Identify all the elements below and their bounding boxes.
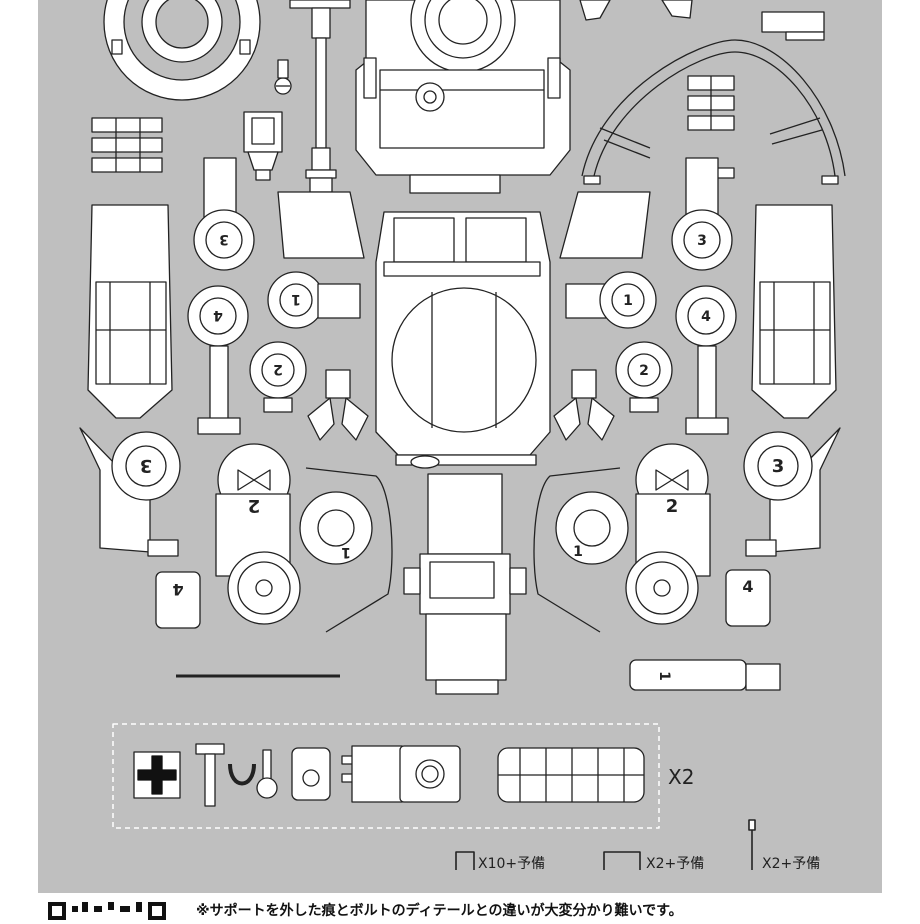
hose-right — [533, 467, 621, 633]
part-number-3: 3 — [772, 456, 785, 477]
lamp-housing-part — [341, 745, 461, 803]
wheel-left — [227, 551, 301, 625]
joint-1-left — [267, 271, 361, 329]
footer-note: ※サポートを外した痕とボルトのディテールとの違いが大変分かり難いです。 — [196, 903, 683, 919]
joint-4-left — [187, 285, 249, 435]
track-segment-part — [497, 747, 645, 803]
joint-1-gear-left — [299, 491, 373, 565]
joint-1-right — [565, 271, 657, 329]
extra-parts-box — [112, 723, 660, 829]
hull-body-part — [375, 211, 551, 469]
part-number-1: 1 — [291, 291, 301, 307]
track-link-small-left — [91, 117, 163, 173]
turret-top-part — [355, 0, 571, 194]
arch-frame-part — [581, 39, 846, 185]
part-number-4: 4 — [701, 309, 711, 325]
joint-3-left-lower — [79, 427, 181, 557]
x2-multiplier-label: X2 — [668, 765, 694, 789]
support-count-label-3: X2+予備 — [762, 856, 820, 872]
claw-right — [553, 369, 615, 441]
u-hook-part — [228, 763, 256, 786]
part-number-4: 4 — [172, 580, 183, 599]
shield-plate-right — [559, 191, 651, 259]
joint-2-right — [615, 341, 673, 413]
part-number-3: 3 — [140, 455, 153, 476]
part-number-2: 2 — [666, 496, 679, 517]
block-4-right — [725, 569, 771, 627]
part-number-2: 2 — [273, 361, 283, 377]
side-skirt-left — [87, 204, 173, 419]
wheel-right — [625, 551, 699, 625]
block-4-left — [155, 571, 201, 629]
joint-3-right-lower — [743, 427, 841, 557]
part-number-2: 2 — [639, 363, 649, 379]
joint-2-left — [249, 341, 307, 413]
joint-2-bowtie-left — [215, 443, 291, 577]
small-pin-part — [274, 59, 292, 95]
staple-icon-1 — [455, 851, 475, 870]
part-number-3: 3 — [219, 231, 229, 247]
side-skirt-right — [751, 204, 837, 419]
part-number-1: 1 — [623, 293, 633, 309]
part-number-3: 3 — [697, 233, 707, 249]
support-count-label-1: X10+予備 — [478, 856, 545, 872]
staple-icon-3 — [748, 819, 756, 870]
shield-plate-left — [277, 191, 365, 259]
part-number-labels: 3 3 1 1 4 4 2 2 3 3 2 2 1 1 4 4 1 — [140, 231, 785, 681]
joint-3-right-upper — [671, 157, 733, 271]
pin-knob-part — [256, 749, 278, 799]
head-clamp-part — [243, 111, 283, 181]
joint-4-right — [675, 285, 737, 435]
joint-1-gear-right — [555, 491, 629, 565]
part-number-4: 4 — [213, 307, 223, 323]
part-number-1: 1 — [656, 671, 672, 681]
hammer-part — [195, 743, 225, 807]
track-link-small-right — [687, 75, 735, 131]
part-number-2: 2 — [248, 495, 261, 516]
lower-hull-part — [403, 473, 527, 695]
ring-gear-part — [103, 0, 261, 101]
staple-icon-2 — [603, 851, 641, 870]
part-number-1: 1 — [341, 544, 351, 560]
part-number-1: 1 — [573, 544, 583, 560]
qr-code-icon — [48, 902, 166, 920]
exhaust-pipe-part — [629, 659, 781, 691]
hose-left — [305, 467, 393, 633]
joint-3-left-upper — [193, 157, 255, 271]
cross-insignia-icon — [133, 751, 181, 799]
top-right-bracket-part — [579, 0, 825, 41]
part-number-4: 4 — [742, 577, 753, 596]
cap-block-part — [291, 747, 331, 801]
claw-left — [307, 369, 369, 441]
support-count-label-2: X2+予備 — [646, 856, 704, 872]
